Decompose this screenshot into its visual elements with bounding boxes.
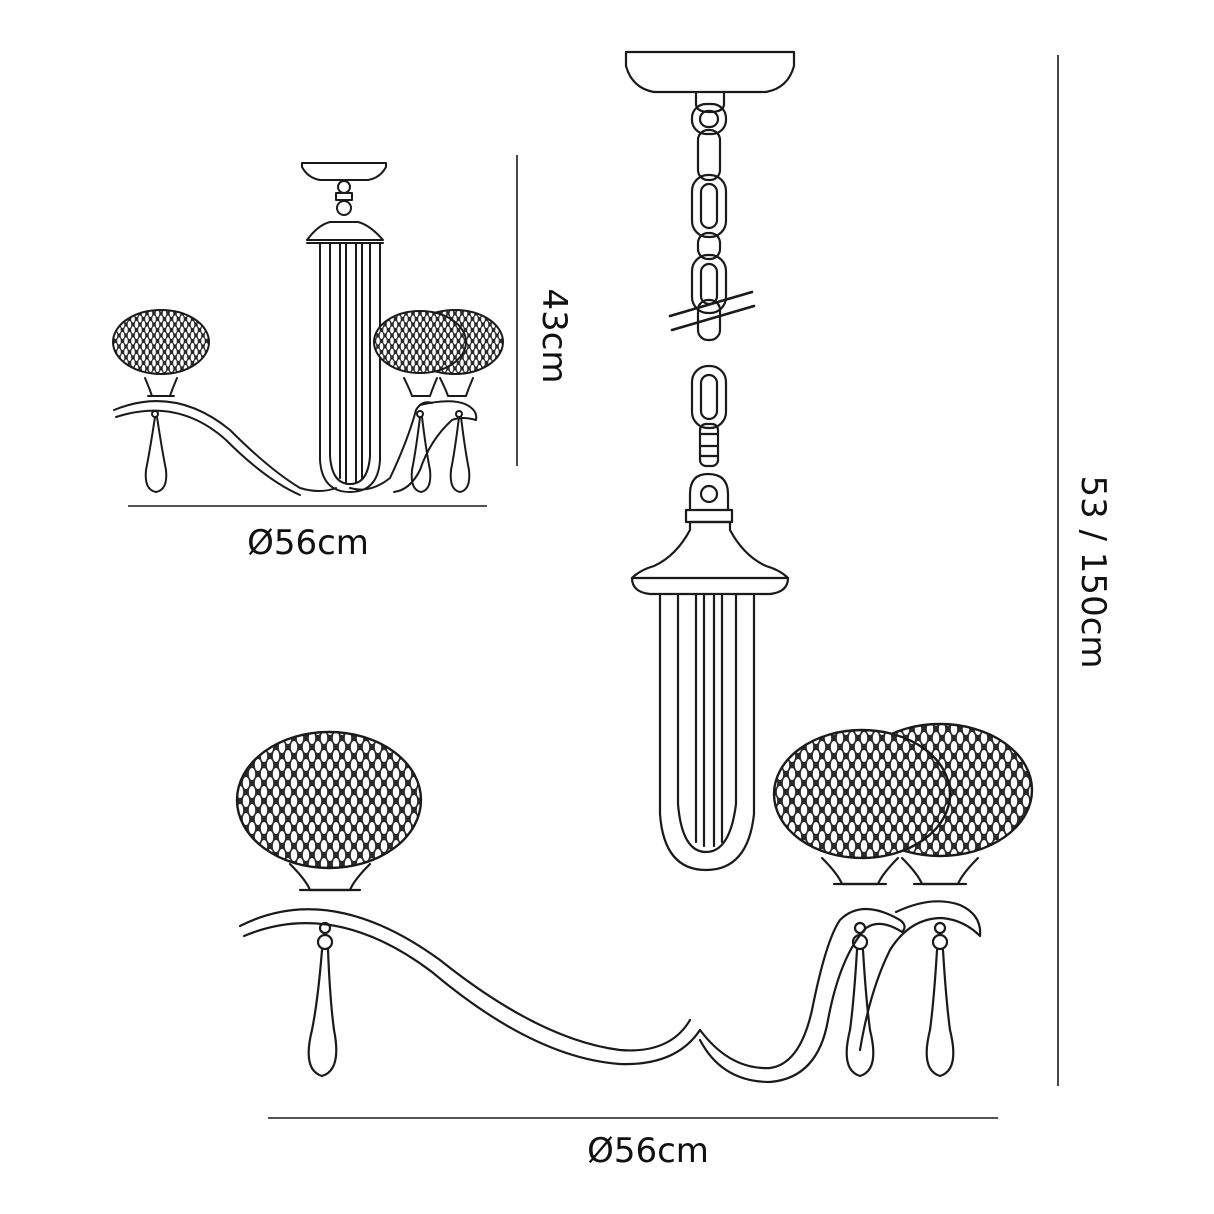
- ceiling-joint: [337, 180, 351, 194]
- pendant-height-label: 53 / 150cm: [1073, 475, 1113, 668]
- flush-shades: [112, 309, 504, 375]
- pendant-arm-right-1: [698, 908, 906, 1084]
- hub-knob: [336, 200, 352, 216]
- pendant-shades: [235, 722, 1034, 870]
- crystal-drops-large: [307, 921, 955, 1078]
- flush-width-label: Ø56cm: [247, 523, 369, 563]
- pendant-stems: [658, 592, 756, 872]
- flush-fitting-drawing: [113, 162, 478, 496]
- shade-large-right-front: [772, 728, 952, 860]
- flush-height-label: 43cm: [534, 288, 574, 383]
- break-mark-1: [668, 290, 754, 318]
- canopy: [306, 221, 384, 241]
- pendant-arm-right-2: [858, 900, 982, 1052]
- ceiling-hook: [694, 90, 726, 114]
- stem-left: [319, 243, 381, 493]
- shade-small-left: [112, 309, 210, 375]
- pendant-drawing: [238, 50, 982, 1084]
- pendant-ceiling-plate: [624, 50, 796, 94]
- pendant-cup-right-2: [900, 856, 980, 886]
- pendant-cup-right-1: [820, 856, 900, 886]
- shade-large-left: [235, 730, 423, 870]
- cup-right-1: [403, 377, 438, 397]
- crystal-drops-small: [144, 410, 471, 493]
- ceiling-plate: [301, 162, 387, 181]
- pendant-canopy: [630, 520, 790, 580]
- break-mark-2: [670, 304, 756, 332]
- pendant-width-label: Ø56cm: [587, 1131, 709, 1171]
- arm-left: [113, 400, 337, 492]
- chain: [690, 102, 728, 468]
- hanging-loop: [688, 472, 730, 512]
- cup-left: [144, 377, 178, 397]
- shade-small-right-front: [373, 310, 467, 374]
- pendant-arm-left: [238, 908, 692, 1052]
